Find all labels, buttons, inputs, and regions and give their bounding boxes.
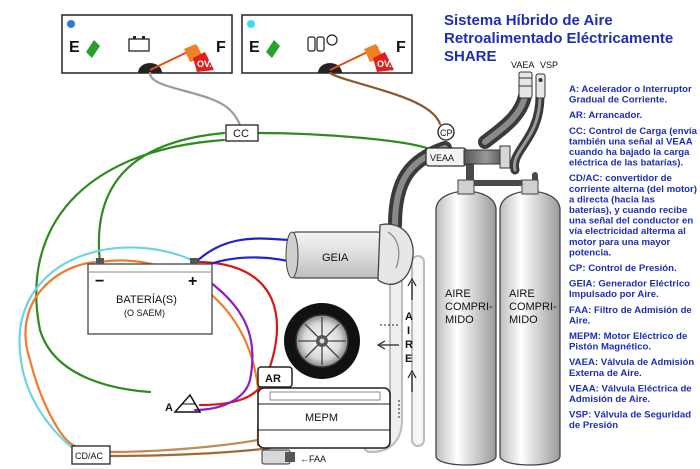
tank2-line-2: COMPRI-: [509, 301, 557, 313]
legend-entry-3-line-6: motor para una mayor: [569, 237, 671, 248]
vaea-label: VAEA: [511, 60, 534, 70]
wire-blue-2: [200, 257, 292, 268]
legend-entry-10-line-1: de Presión: [569, 420, 618, 431]
legend-entry-4-line-0: CP: Control de Presión.: [569, 263, 677, 274]
legend-entry-1-line-0: AR: Arrancador.: [569, 110, 642, 121]
battery-sublabel: (O SAEM): [124, 308, 165, 318]
aire-letter-r: R: [405, 339, 413, 351]
wire-green-1: [99, 133, 224, 262]
cp-label: CP: [440, 128, 453, 138]
wire-tan: [108, 440, 258, 452]
legend: A: Acelerador o InterruptorGradual de Co…: [569, 84, 698, 431]
legend-entry-2-line-2: cuando ha bajado la carga: [569, 147, 690, 158]
legend-entry-2-line-0: CC: Control de Carga (envía: [569, 126, 698, 137]
aire-letter-i: I: [407, 325, 410, 337]
gauge-empty-label: E: [249, 39, 260, 56]
mepm-label: MEPM: [305, 412, 338, 424]
vsp-label: VSP: [540, 60, 558, 70]
wire-green-2: [258, 133, 432, 150]
gauge-warning-label: OV.: [197, 59, 212, 69]
legend-entry-0-line-1: Gradual de Corriente.: [569, 95, 667, 106]
legend-entry-9-line-1: Admisión de Aire.: [569, 394, 650, 405]
converter-box: CD/AC: [72, 446, 110, 464]
air-tank-2: AIRE COMPRI- MIDO: [500, 180, 560, 465]
tank1-line-1: AIRE: [445, 288, 471, 300]
legend-entry-10-line-0: VSP: Válvula de Seguridad: [569, 410, 691, 421]
legend-entry-6-line-1: Aire.: [569, 315, 590, 326]
legend-entry-6-line-0: FAA: Filtro de Admisión de: [569, 305, 692, 316]
legend-entry-9-line-0: VEAA: Válvula Eléctrica de: [569, 383, 692, 394]
geia-label: GEIA: [322, 252, 349, 264]
legend-entry-3-line-5: vía electricidad alterma al: [569, 226, 686, 237]
legend-entry-3-line-2: a directa (hacia las: [569, 194, 655, 205]
charge-control-box: CC: [226, 125, 258, 141]
gauge-empty-label: E: [69, 39, 80, 56]
accelerator-label: A: [165, 402, 173, 414]
tank1-line-3: MIDO: [445, 314, 474, 326]
air-tank-1: AIRE COMPRI- MIDO: [436, 180, 496, 465]
tank2-line-3: MIDO: [509, 314, 538, 326]
vaea-valve: [519, 72, 532, 98]
legend-entry-0-line-0: A: Acelerador o Interruptor: [569, 84, 692, 95]
gauge-warning-label: OV.: [377, 59, 392, 69]
tank2-line-1: AIRE: [509, 288, 535, 300]
legend-entry-7-line-0: MEPM: Motor Eléctrico de: [569, 331, 687, 342]
aire-letter-e: E: [405, 353, 412, 365]
gauge-full-label: F: [396, 39, 406, 56]
legend-entry-8-line-0: VAEA: Válvula de Admisión: [569, 357, 694, 368]
faa-label: ←FAA: [300, 454, 326, 464]
title-line-3: SHARE: [444, 48, 497, 65]
pressure-control: CP: [438, 124, 454, 140]
gauge-full-label: F: [216, 39, 226, 56]
legend-entry-7-line-1: Pistón Magnético.: [569, 342, 651, 353]
legend-entry-5-line-1: Impulsado por Aire.: [569, 289, 659, 300]
legend-entry-5-line-0: GEIA: Generador Eléctrico: [569, 279, 690, 290]
battery-minus-terminal: −: [95, 273, 104, 290]
air-filter: ←FAA: [262, 450, 326, 464]
veaa-label: VEAA: [430, 153, 454, 163]
battery-plus-terminal: +: [188, 273, 197, 290]
ar-label: AR: [265, 373, 281, 385]
title-line-1: Sistema Híbrido de Aire: [444, 12, 613, 29]
legend-entry-3-line-0: CD/AC: convertidor de: [569, 173, 672, 184]
blue-dot-icon: [67, 20, 75, 28]
cc-label: CC: [233, 128, 249, 140]
cdac-label: CD/AC: [75, 451, 104, 461]
battery-box: − + BATERÍA(S) (O SAEM): [88, 258, 212, 334]
tank1-line-2: COMPRI-: [445, 301, 493, 313]
turbine-housing: [378, 224, 413, 284]
legend-entry-3-line-1: corriente alterna (del motor): [569, 184, 697, 195]
mepm-motor: MEPM: [258, 388, 390, 448]
legend-entry-2-line-1: también una señal al VEAA: [569, 136, 693, 147]
battery-label: BATERÍA(S): [116, 293, 177, 306]
legend-entry-2-line-3: eléctrica de las batarías).: [569, 158, 683, 169]
geia-generator: GEIA: [286, 224, 413, 284]
wheel: [284, 303, 360, 379]
accelerator: A: [165, 395, 200, 414]
title-line-2: Retroalimentado Eléctricamente: [444, 30, 673, 47]
cyan-dot-icon: [247, 20, 255, 28]
legend-entry-8-line-1: Externa de Aire.: [569, 368, 642, 379]
legend-entry-3-line-7: potencia.: [569, 247, 611, 258]
starter: AR: [258, 367, 292, 387]
fuel-gauge-left: E OV. F: [62, 15, 232, 73]
pressure-gauge-right: E OV. F: [242, 15, 412, 73]
legend-entry-3-line-4: una señal del conductor en: [569, 216, 693, 227]
legend-entry-3-line-3: baterías), y cuando recibe: [569, 205, 687, 216]
aire-letter-a: A: [405, 311, 413, 323]
wire-brown: [330, 73, 440, 124]
vsp-valve: [536, 74, 545, 98]
wire-gray: [150, 73, 240, 126]
